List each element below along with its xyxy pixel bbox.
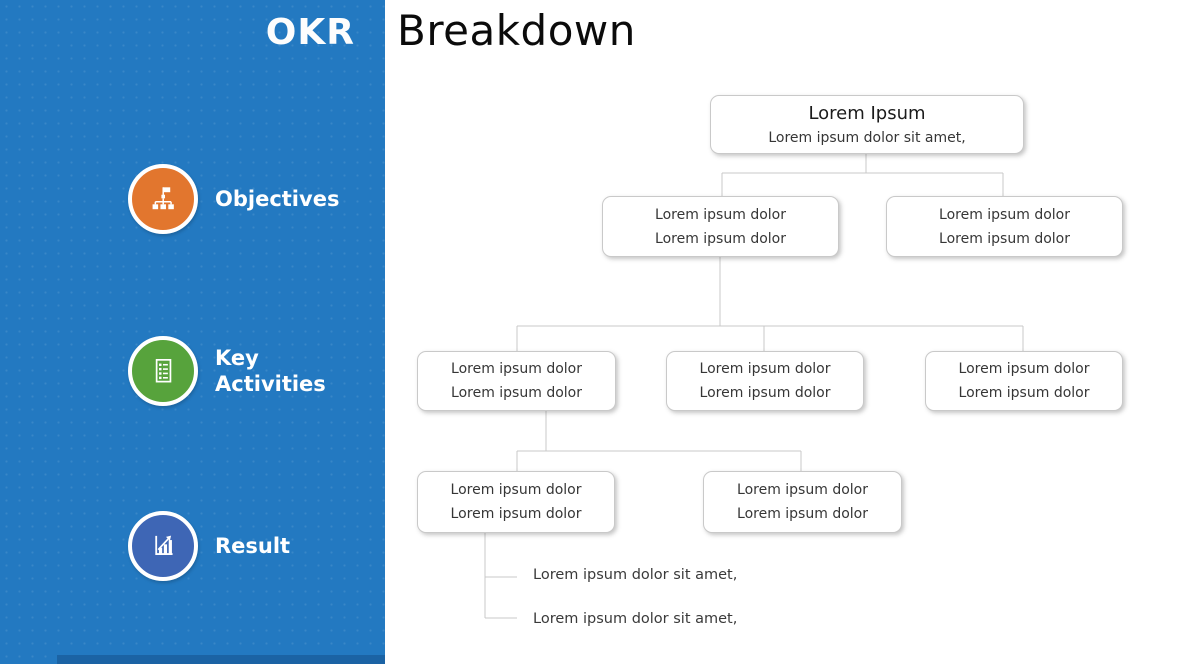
sidebar: OKR Objectives <box>0 0 385 664</box>
node-subtitle: Lorem ipsum dolor sit amet, <box>768 129 966 146</box>
node-text-line: Lorem ipsum dolor <box>450 506 582 522</box>
tree-node-level4-1[interactable]: Lorem ipsum dolor Lorem ipsum dolor <box>417 471 615 533</box>
node-text-line: Lorem ipsum dolor <box>699 385 831 401</box>
page-title: Breakdown <box>397 6 636 55</box>
node-text-line: Lorem ipsum dolor <box>450 482 582 498</box>
node-text-line: Lorem ipsum dolor <box>451 385 582 401</box>
node-text-line: Lorem ipsum dolor <box>939 230 1070 247</box>
sidebar-item-label: Objectives <box>215 187 340 211</box>
node-text-line: Lorem ipsum dolor <box>451 361 582 377</box>
tree-node-root[interactable]: Lorem Ipsum Lorem ipsum dolor sit amet, <box>710 95 1024 154</box>
leaf-item-1: Lorem ipsum dolor sit amet, <box>533 567 738 583</box>
checklist-icon <box>128 336 198 406</box>
org-chart-icon <box>128 164 198 234</box>
sidebar-bottom-accent <box>57 655 385 664</box>
sidebar-item-result[interactable]: Result <box>128 511 355 581</box>
tree-node-level3-2[interactable]: Lorem ipsum dolor Lorem ipsum dolor <box>666 351 864 411</box>
bar-chart-icon <box>128 511 198 581</box>
node-title: Lorem Ipsum <box>808 102 926 124</box>
tree-node-level4-2[interactable]: Lorem ipsum dolor Lorem ipsum dolor <box>703 471 902 533</box>
sidebar-item-label: Key Activities <box>215 346 326 396</box>
node-text-line: Lorem ipsum dolor <box>655 230 786 247</box>
node-text-line: Lorem ipsum dolor <box>737 482 868 498</box>
tree-node-level2-2[interactable]: Lorem ipsum dolor Lorem ipsum dolor <box>886 196 1123 257</box>
node-text-line: Lorem ipsum dolor <box>737 506 868 522</box>
node-text-line: Lorem ipsum dolor <box>939 206 1070 223</box>
sidebar-item-objectives[interactable]: Objectives <box>128 164 355 234</box>
node-text-line: Lorem ipsum dolor <box>655 206 786 223</box>
node-text-line: Lorem ipsum dolor <box>699 361 831 377</box>
leaf-item-2: Lorem ipsum dolor sit amet, <box>533 611 738 627</box>
node-text-line: Lorem ipsum dolor <box>958 361 1090 377</box>
node-text-line: Lorem ipsum dolor <box>958 385 1090 401</box>
tree-node-level3-3[interactable]: Lorem ipsum dolor Lorem ipsum dolor <box>925 351 1123 411</box>
tree-node-level3-1[interactable]: Lorem ipsum dolor Lorem ipsum dolor <box>417 351 616 411</box>
tree-node-level2-1[interactable]: Lorem ipsum dolor Lorem ipsum dolor <box>602 196 839 257</box>
sidebar-title: OKR <box>265 12 355 53</box>
sidebar-item-key-activities[interactable]: Key Activities <box>128 336 355 406</box>
sidebar-item-label: Result <box>215 534 291 558</box>
